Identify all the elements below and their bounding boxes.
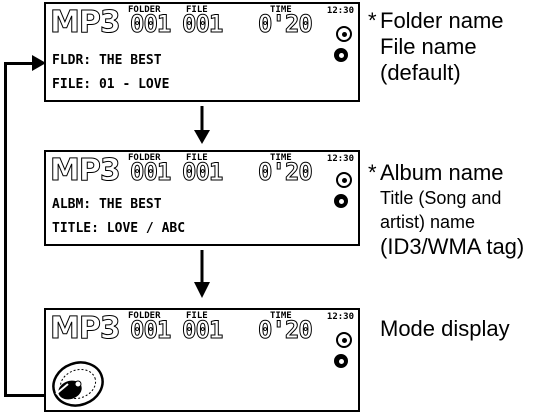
display-line-2: FILE: 01 - LOVE xyxy=(52,78,169,92)
folder-number: 001 xyxy=(130,318,170,342)
display-line-1: ALBM: THE BEST xyxy=(52,198,162,212)
loop-line-bottom xyxy=(4,394,44,397)
desc-line: Album name xyxy=(380,160,524,186)
description-mode: Mode display xyxy=(380,316,510,342)
mp3-disc-icon xyxy=(48,354,108,410)
desc-line: (ID3/WMA tag) xyxy=(380,234,524,260)
down-arrow-1 xyxy=(192,106,212,146)
loop-line-vertical xyxy=(4,62,7,397)
loop-arrow-head xyxy=(32,55,46,71)
folder-number: 001 xyxy=(130,160,170,184)
display-line-2: TITLE: LOVE / ABC xyxy=(52,222,185,236)
elapsed-time: 0'20 xyxy=(258,160,312,184)
mp3-logo: MP3 xyxy=(50,8,120,38)
elapsed-time: 0'20 xyxy=(258,318,312,342)
display-panel-2: MP3 FOLDER FILE TIME 12:30 001 001 0'20 … xyxy=(44,150,360,246)
mp3-logo: MP3 xyxy=(50,314,120,344)
description-album-title: * Album name Title (Song and artist) nam… xyxy=(380,160,524,260)
disc-filled-icon xyxy=(334,48,348,62)
clock-readout: 12:30 xyxy=(327,6,354,16)
file-number: 001 xyxy=(182,318,222,342)
down-arrow-2 xyxy=(192,250,212,300)
display-line-1: FLDR: THE BEST xyxy=(52,54,162,68)
folder-number: 001 xyxy=(130,12,170,36)
desc-line: Mode display xyxy=(380,316,510,342)
disc-icon xyxy=(336,26,352,42)
display-panel-3: MP3 FOLDER FILE TIME 12:30 001 001 0'20 xyxy=(44,308,360,412)
file-number: 001 xyxy=(182,12,222,36)
disc-icon xyxy=(336,172,352,188)
desc-line: Title (Song and xyxy=(380,186,524,210)
desc-line: Folder name xyxy=(380,8,504,34)
display-panel-1: MP3 FOLDER FILE TIME 12:30 001 001 0'20 … xyxy=(44,2,360,102)
asterisk: * xyxy=(368,8,377,34)
loop-line-top xyxy=(4,62,34,65)
clock-readout: 12:30 xyxy=(327,312,354,322)
elapsed-time: 0'20 xyxy=(258,12,312,36)
disc-filled-icon xyxy=(334,354,348,368)
desc-line: artist) name xyxy=(380,210,524,234)
disc-icon xyxy=(336,332,352,348)
mp3-logo: MP3 xyxy=(50,156,120,186)
desc-line: File name xyxy=(380,34,504,60)
file-number: 001 xyxy=(182,160,222,184)
desc-line: (default) xyxy=(380,60,504,86)
asterisk: * xyxy=(368,160,377,186)
disc-filled-icon xyxy=(334,194,348,208)
description-folder-file: * Folder name File name (default) xyxy=(380,8,504,86)
clock-readout: 12:30 xyxy=(327,154,354,164)
